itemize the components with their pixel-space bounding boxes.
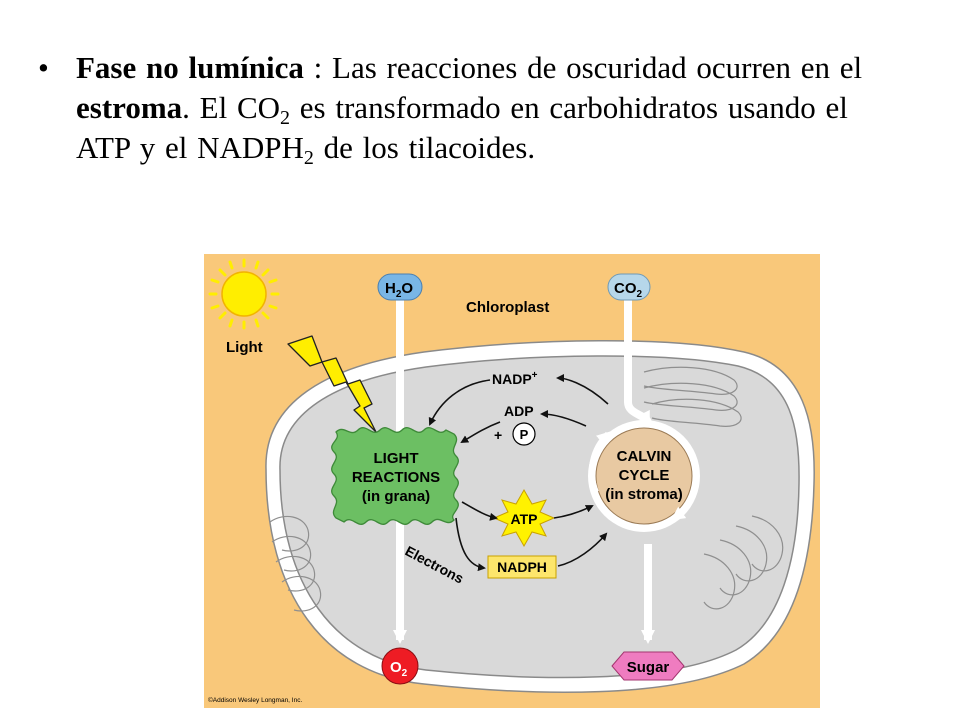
thylakoid-stacks xyxy=(269,366,784,612)
svg-text:Sugar: Sugar xyxy=(627,659,670,676)
atp-star-icon: ATP xyxy=(492,488,556,548)
light-label: Light xyxy=(226,339,263,356)
sugar-badge: Sugar xyxy=(611,651,685,681)
text-part-1: Las reacciones de oscuridad ocurren en e… xyxy=(332,50,863,85)
svg-text:O2: O2 xyxy=(390,659,408,679)
diagram-svg: Light Chloroplast H2O CO2 LIGHT REACTION… xyxy=(204,254,820,708)
o2-badge: O2 xyxy=(381,647,419,685)
nadph-to-calvin-arrow xyxy=(557,532,608,567)
bullet-paragraph: Fase no lumínica : Las reacciones de osc… xyxy=(38,48,898,168)
svg-text:CALVIN: CALVIN xyxy=(617,448,672,465)
text-part-2: . El CO xyxy=(182,90,281,125)
light-to-atp-arrow xyxy=(461,501,498,521)
co2-in-arrow xyxy=(624,298,652,426)
svg-text:LIGHT: LIGHT xyxy=(374,450,419,467)
svg-text:ATP: ATP xyxy=(511,511,538,527)
co2-badge: CO2 xyxy=(607,273,651,301)
co2-subscript: 2 xyxy=(280,107,291,129)
phosphate-icon: P xyxy=(512,422,536,446)
bullet-marker: • xyxy=(38,50,49,85)
calvin-cycle-circle: CALVIN CYCLE (in stroma) xyxy=(588,420,700,532)
atp-to-calvin-arrow xyxy=(553,505,594,519)
chloroplast-label: Chloroplast xyxy=(466,299,549,316)
svg-text:CYCLE: CYCLE xyxy=(619,467,670,484)
svg-text:CO2: CO2 xyxy=(614,280,643,300)
svg-text:P: P xyxy=(520,427,529,442)
nadph-box: NADPH xyxy=(487,555,557,579)
nadph2-subscript: 2 xyxy=(303,147,314,169)
photosynthesis-figure: Light Chloroplast H2O CO2 LIGHT REACTION… xyxy=(204,254,820,708)
light-reactions-box: LIGHT REACTIONS (in grana) xyxy=(331,427,459,525)
svg-text:NADPH: NADPH xyxy=(497,559,547,575)
lightning-bolt-icon xyxy=(287,335,377,433)
light-to-nadph-arrow xyxy=(455,517,486,572)
nadp-label: NADP+ xyxy=(492,370,538,387)
svg-text:(in stroma): (in stroma) xyxy=(605,486,683,503)
text-part-3: es transformado en carbohidratos usando … xyxy=(76,90,848,165)
copyright-text: ©Addison Wesley Longman, Inc. xyxy=(208,696,302,704)
plus-sign: + xyxy=(494,427,502,443)
adp-return-arrow xyxy=(540,410,587,427)
svg-text:(in grana): (in grana) xyxy=(362,488,430,505)
text-part-4: de los tilacoides. xyxy=(313,130,536,165)
separator: : xyxy=(303,50,333,85)
sun-icon xyxy=(208,258,280,330)
adp-to-light-arrow xyxy=(460,421,501,444)
nadp-to-light-arrow xyxy=(428,379,491,426)
stroma-word: estroma xyxy=(76,90,183,125)
adp-label: ADP xyxy=(504,403,534,419)
svg-text:H2O: H2O xyxy=(385,280,413,300)
h2o-badge: H2O xyxy=(377,273,423,301)
phase-title: Fase no lumínica xyxy=(76,50,304,85)
svg-text:REACTIONS: REACTIONS xyxy=(352,469,440,486)
slide-text: • Fase no lumínica : Las reacciones de o… xyxy=(38,48,898,168)
nadp-return-arrow xyxy=(556,374,609,405)
